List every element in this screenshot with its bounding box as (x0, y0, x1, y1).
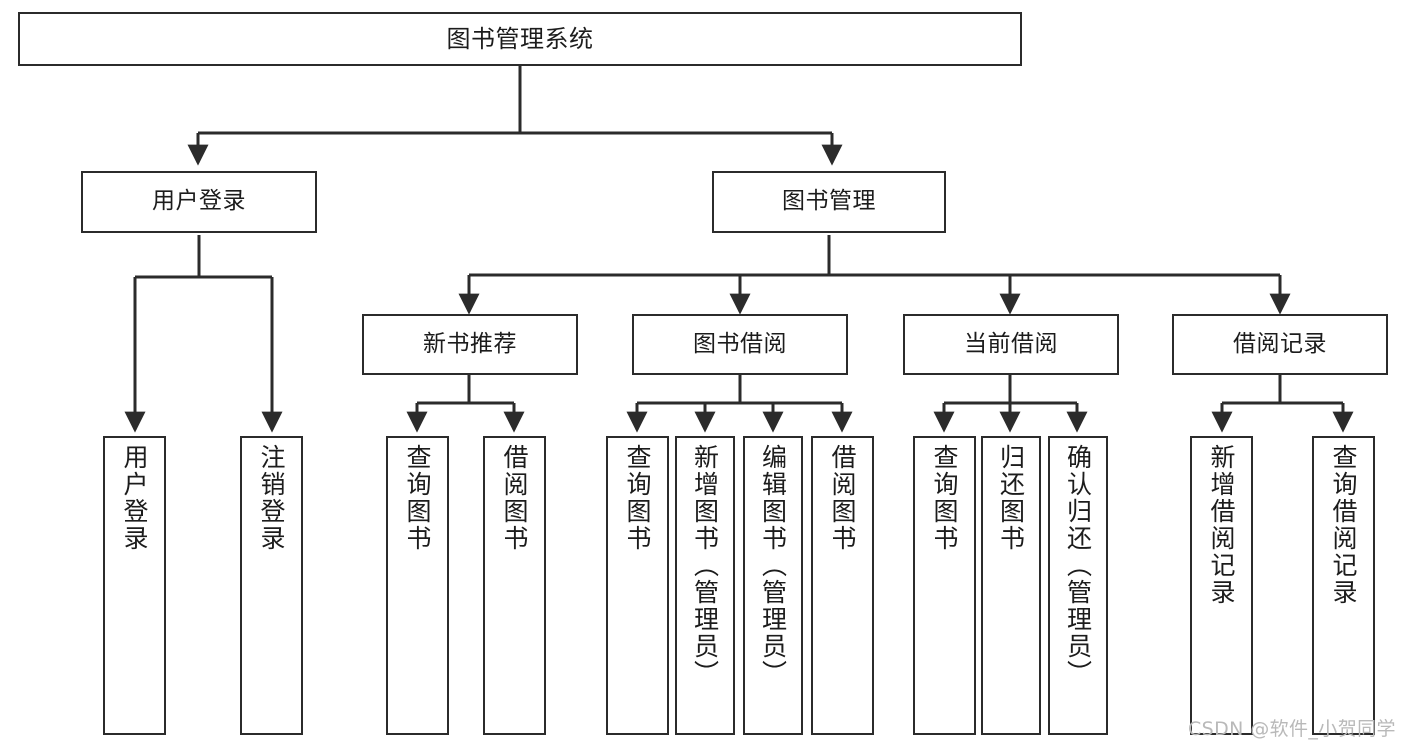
node-leaf-query-borrow-record[interactable]: 查询借阅记录 (1312, 436, 1375, 735)
node-label: 查询图书 (623, 444, 652, 552)
node-label: 归还图书 (996, 444, 1026, 552)
node-label: 用户登录 (120, 444, 149, 552)
node-book-borrow[interactable]: 图书借阅 (632, 314, 848, 375)
node-label: 借阅记录 (1233, 330, 1327, 357)
node-label: 借阅图书 (500, 444, 529, 552)
node-leaf-add-book-admin[interactable]: 新增图书（管理员） (675, 436, 735, 735)
node-leaf-query-book-borrow[interactable]: 查询图书 (606, 436, 669, 735)
node-label: 图书管理系统 (446, 24, 594, 53)
node-root-book-management-system[interactable]: 图书管理系统 (18, 12, 1022, 66)
node-label: 查询图书 (930, 444, 959, 552)
node-label: 用户登录 (152, 188, 246, 215)
node-label: 新书推荐 (423, 330, 517, 357)
node-leaf-borrow-book[interactable]: 借阅图书 (811, 436, 874, 735)
node-label: 注销登录 (257, 444, 286, 552)
node-label: 新增图书（管理员） (690, 444, 720, 687)
node-leaf-confirm-return-admin[interactable]: 确认归还（管理员） (1048, 436, 1108, 735)
node-borrow-record[interactable]: 借阅记录 (1172, 314, 1388, 375)
node-label: 新增借阅记录 (1207, 444, 1236, 606)
node-current-borrow[interactable]: 当前借阅 (903, 314, 1119, 375)
node-label: 编辑图书（管理员） (758, 444, 788, 687)
node-leaf-add-borrow-record[interactable]: 新增借阅记录 (1190, 436, 1253, 735)
node-book-management[interactable]: 图书管理 (712, 171, 946, 233)
node-label: 查询图书 (403, 444, 432, 552)
node-label: 图书管理 (782, 188, 876, 215)
node-leaf-query-book-current[interactable]: 查询图书 (913, 436, 976, 735)
node-label: 借阅图书 (828, 444, 857, 552)
node-user-login[interactable]: 用户登录 (81, 171, 317, 233)
node-leaf-query-book-recommend[interactable]: 查询图书 (386, 436, 449, 735)
node-leaf-edit-book-admin[interactable]: 编辑图书（管理员） (743, 436, 803, 735)
node-label: 图书借阅 (693, 330, 787, 357)
csdn-watermark: CSDN @软件_小贺同学 (1188, 718, 1396, 740)
node-label: 确认归还（管理员） (1063, 444, 1093, 687)
node-leaf-return-book[interactable]: 归还图书 (981, 436, 1041, 735)
node-leaf-user-logout[interactable]: 注销登录 (240, 436, 303, 735)
node-new-book-recommend[interactable]: 新书推荐 (362, 314, 578, 375)
node-leaf-user-login[interactable]: 用户登录 (103, 436, 166, 735)
node-label: 查询借阅记录 (1329, 444, 1358, 606)
node-label: 当前借阅 (964, 330, 1058, 357)
node-leaf-borrow-book-recommend[interactable]: 借阅图书 (483, 436, 546, 735)
